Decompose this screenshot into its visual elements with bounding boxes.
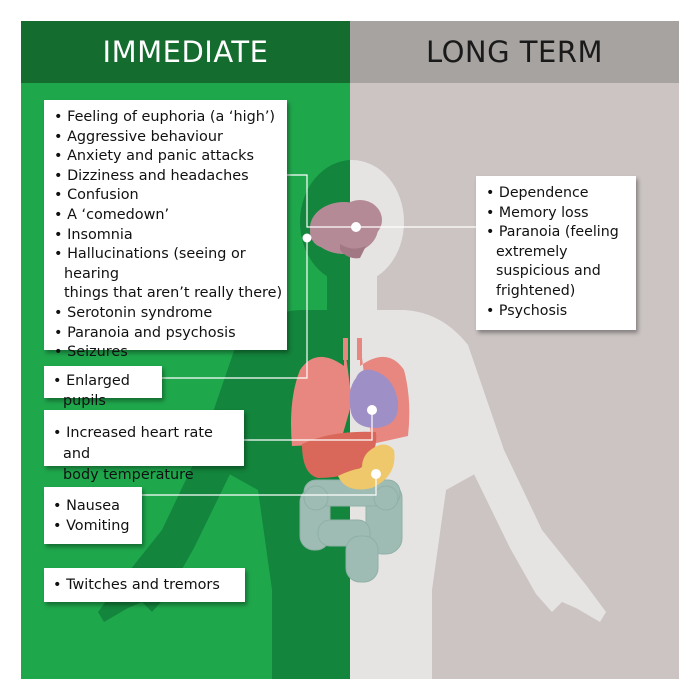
long-term-brain-effects-box: Dependence Memory loss Paranoia (feeling…	[476, 176, 636, 330]
immediate-header-bar	[21, 21, 350, 83]
list-item: Vomiting	[53, 517, 142, 537]
immediate-eyes-effects-list: Enlarged pupils	[53, 372, 162, 411]
list-item: Dizziness and headaches	[54, 167, 287, 187]
list-item: Nausea	[53, 497, 142, 517]
immediate-title: IMMEDIATE	[102, 35, 269, 69]
immediate-heart-effects-list: Increased heart rate and body temperatur…	[53, 423, 244, 486]
immediate-stomach-effects-box: Nausea Vomiting	[44, 487, 142, 544]
list-item: Feeling of euphoria (a ‘high’)	[54, 108, 287, 128]
list-item: Increased heart rate and	[53, 423, 244, 465]
connector-dots	[302, 222, 381, 479]
list-item: Aggressive behaviour	[54, 128, 287, 148]
immediate-muscles-effects-box: Twitches and tremors	[44, 568, 245, 602]
list-item: Enlarged pupils	[53, 372, 162, 411]
long-term-title: LONG TERM	[425, 35, 604, 69]
immediate-brain-effects-box: Feeling of euphoria (a ‘high’) Aggressiv…	[44, 100, 287, 360]
immediate-heart-effects-box: Increased heart rate and body temperatur…	[44, 410, 244, 483]
stomach-icon	[338, 444, 395, 490]
list-item: Paranoia and psychosis	[54, 324, 287, 344]
list-item: Seizures	[54, 343, 287, 363]
long-term-header-bar	[350, 21, 679, 83]
heart-icon	[349, 369, 399, 428]
list-item-continuation: extremely	[496, 243, 568, 260]
list-item: Insomnia	[54, 226, 287, 246]
list-item: Anxiety and panic attacks	[54, 147, 287, 167]
list-item: Hallucinations (seeing or hearing	[54, 245, 287, 284]
list-item: Serotonin syndrome	[54, 304, 287, 324]
connector-lines	[142, 174, 476, 496]
list-item-continuation: body temperature	[63, 467, 194, 483]
immediate-eyes-effects-box: Enlarged pupils	[44, 366, 162, 409]
list-item: A ‘comedown’	[54, 206, 287, 226]
liver-icon	[302, 431, 377, 478]
list-item: Twitches and tremors	[53, 576, 245, 596]
list-item: Memory loss	[486, 204, 636, 224]
list-item-continuation: suspicious and	[496, 263, 601, 280]
list-item-continuation: things that aren’t really there)	[64, 285, 283, 302]
list-item: Dependence	[486, 184, 636, 204]
brain-icon	[310, 200, 382, 259]
immediate-muscles-effects-list: Twitches and tremors	[53, 576, 245, 596]
list-item: Paranoia (feeling	[486, 223, 636, 243]
list-item-continuation: frightened)	[496, 282, 576, 299]
immediate-brain-effects-list: Feeling of euphoria (a ‘high’) Aggressiv…	[54, 108, 287, 363]
list-item: Confusion	[54, 186, 287, 206]
list-item: Psychosis	[486, 302, 636, 322]
long-term-brain-effects-list: Dependence Memory loss Paranoia (feeling…	[486, 184, 636, 321]
immediate-stomach-effects-list: Nausea Vomiting	[53, 497, 142, 536]
